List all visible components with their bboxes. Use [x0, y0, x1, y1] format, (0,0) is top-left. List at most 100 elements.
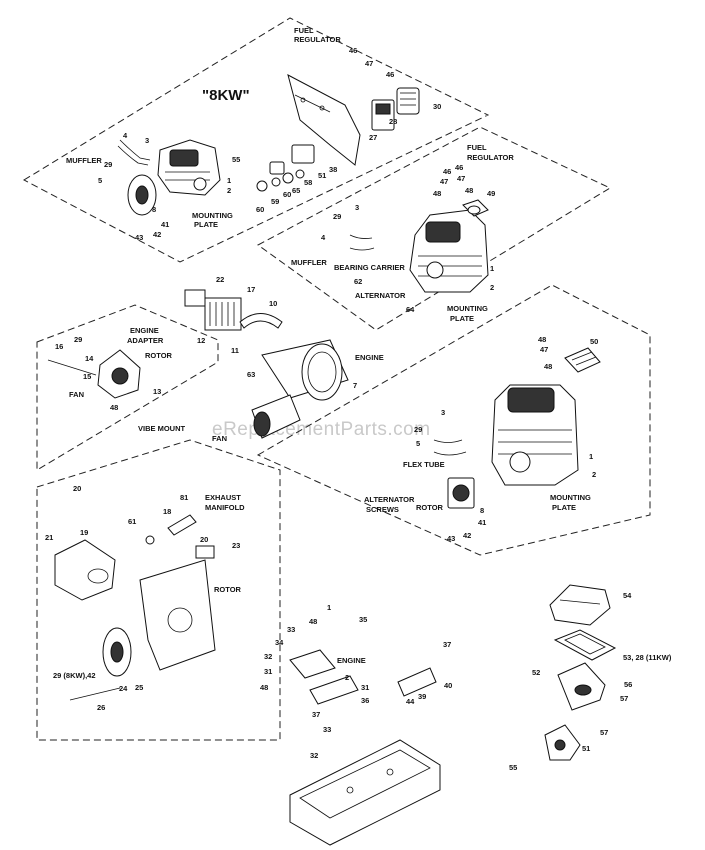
- callout-muffler-top: MUFFLER: [66, 156, 102, 165]
- pn: 28: [389, 117, 397, 126]
- engine-8kw: [157, 139, 221, 196]
- pn: 44: [406, 697, 415, 706]
- callout-mounting-plate-top: MOUNTING PLATE: [192, 211, 233, 229]
- pn: 48: [465, 186, 473, 195]
- fuel-regulator-mid: [462, 199, 489, 217]
- bolt-16: [47, 359, 97, 376]
- pn: 55: [509, 763, 517, 772]
- pn: 11: [231, 346, 239, 355]
- pn: 25: [135, 683, 143, 692]
- pn: 20: [73, 484, 81, 493]
- engine-11kw: [409, 209, 489, 293]
- pn: 29: [104, 160, 112, 169]
- callout-fan-left: FAN: [69, 390, 84, 399]
- pn: 61: [128, 517, 136, 526]
- pn: 38: [329, 165, 337, 174]
- air-cleaner-base-52: [557, 662, 606, 711]
- pn: 59: [271, 197, 279, 206]
- pn: 31: [361, 683, 369, 692]
- rotor-center: [251, 394, 301, 439]
- pn: 7: [353, 381, 357, 390]
- pn: 48: [309, 617, 317, 626]
- callout-rotor-left: ROTOR: [145, 351, 173, 360]
- pn: 43: [447, 534, 455, 543]
- pn: 34: [275, 638, 284, 647]
- bolt-26: [69, 687, 121, 701]
- callout-engine-center: ENGINE: [355, 353, 384, 362]
- pn: 2: [490, 283, 494, 292]
- pn: 57: [600, 728, 608, 737]
- pn: 13: [153, 387, 161, 396]
- pn: 33: [323, 725, 331, 734]
- svg-text:ENGINE: ENGINE: [130, 326, 159, 335]
- callout-53-28-11kw: 53, 28 (11KW): [623, 653, 672, 662]
- pn: 48: [110, 403, 118, 412]
- svg-text:MOUNTING: MOUNTING: [192, 211, 233, 220]
- svg-text:MOUNTING: MOUNTING: [447, 304, 488, 313]
- svg-text:FUEL: FUEL: [467, 143, 487, 152]
- pn: 33: [287, 625, 295, 634]
- heat-shield-plate: [139, 559, 216, 671]
- pn: 43: [135, 233, 143, 242]
- pn: 2: [345, 673, 349, 682]
- pn: 47: [540, 345, 548, 354]
- svg-text:SCREWS: SCREWS: [366, 505, 399, 514]
- engine-adapter-rotor-left: [97, 349, 141, 399]
- pn: 49: [487, 189, 495, 198]
- pn: 16: [55, 342, 63, 351]
- pn: 17: [247, 285, 255, 294]
- pn: 62: [354, 277, 362, 286]
- pn: 3: [145, 136, 149, 145]
- pn: 65: [292, 186, 300, 195]
- svg-text:FUEL: FUEL: [294, 26, 314, 35]
- pn: 42: [153, 230, 161, 239]
- callout-29-8kw-42: 29 (8KW),42: [53, 671, 96, 680]
- pn: 32: [264, 652, 272, 661]
- pn: 47: [365, 59, 373, 68]
- pn: 15: [83, 372, 91, 381]
- svg-text:EXHAUST: EXHAUST: [205, 493, 241, 502]
- callout-fuel-regulator-mid: FUEL REGULATOR: [467, 143, 514, 162]
- callout-alternator: ALTERNATOR: [355, 291, 406, 300]
- callout-rotor-lower: ROTOR: [214, 585, 242, 594]
- pn: 3: [441, 408, 445, 417]
- pn: 2: [227, 186, 231, 195]
- callout-engine-lower: ENGINE: [337, 656, 366, 665]
- group-outline-engine-right: [256, 284, 651, 556]
- flex-tube: [433, 439, 467, 456]
- pn: 2: [592, 470, 596, 479]
- pn: 58: [304, 178, 312, 187]
- callout-mounting-plate-right: MOUNTING PLATE: [550, 493, 591, 512]
- pn: 1: [589, 452, 593, 461]
- svg-text:REGULATOR: REGULATOR: [294, 35, 341, 44]
- clamp-11: [239, 313, 283, 329]
- pn: 50: [590, 337, 598, 346]
- svg-text:MANIFOLD: MANIFOLD: [205, 503, 245, 512]
- pn: 37: [312, 710, 320, 719]
- pn: 3: [355, 203, 359, 212]
- svg-text:PLATE: PLATE: [552, 503, 576, 512]
- pn: 1: [327, 603, 331, 612]
- pn: 52: [532, 668, 540, 677]
- pn: 21: [45, 533, 53, 542]
- label-23: [195, 545, 215, 559]
- pn: 47: [457, 174, 465, 183]
- callout-engine-adapter: ENGINE ADAPTER: [127, 326, 164, 345]
- pn: 36: [361, 696, 369, 705]
- pn: 5: [416, 439, 420, 448]
- callout-bearing-carrier: BEARING CARRIER: [334, 263, 405, 272]
- pn: 37: [443, 640, 451, 649]
- fan-24: [102, 627, 132, 677]
- engine-right: [491, 384, 579, 486]
- pn: 24: [119, 684, 128, 693]
- pn: 46: [443, 167, 451, 176]
- exhaust-manifold: [145, 514, 197, 545]
- pn: 27: [369, 133, 377, 142]
- air-filter-53: [553, 629, 617, 661]
- svg-text:PLATE: PLATE: [194, 220, 218, 229]
- muffler-pipe-top: [117, 139, 151, 166]
- callout-fan-center: FAN: [212, 434, 227, 443]
- pn: 46: [386, 70, 394, 79]
- pn: 10: [269, 299, 277, 308]
